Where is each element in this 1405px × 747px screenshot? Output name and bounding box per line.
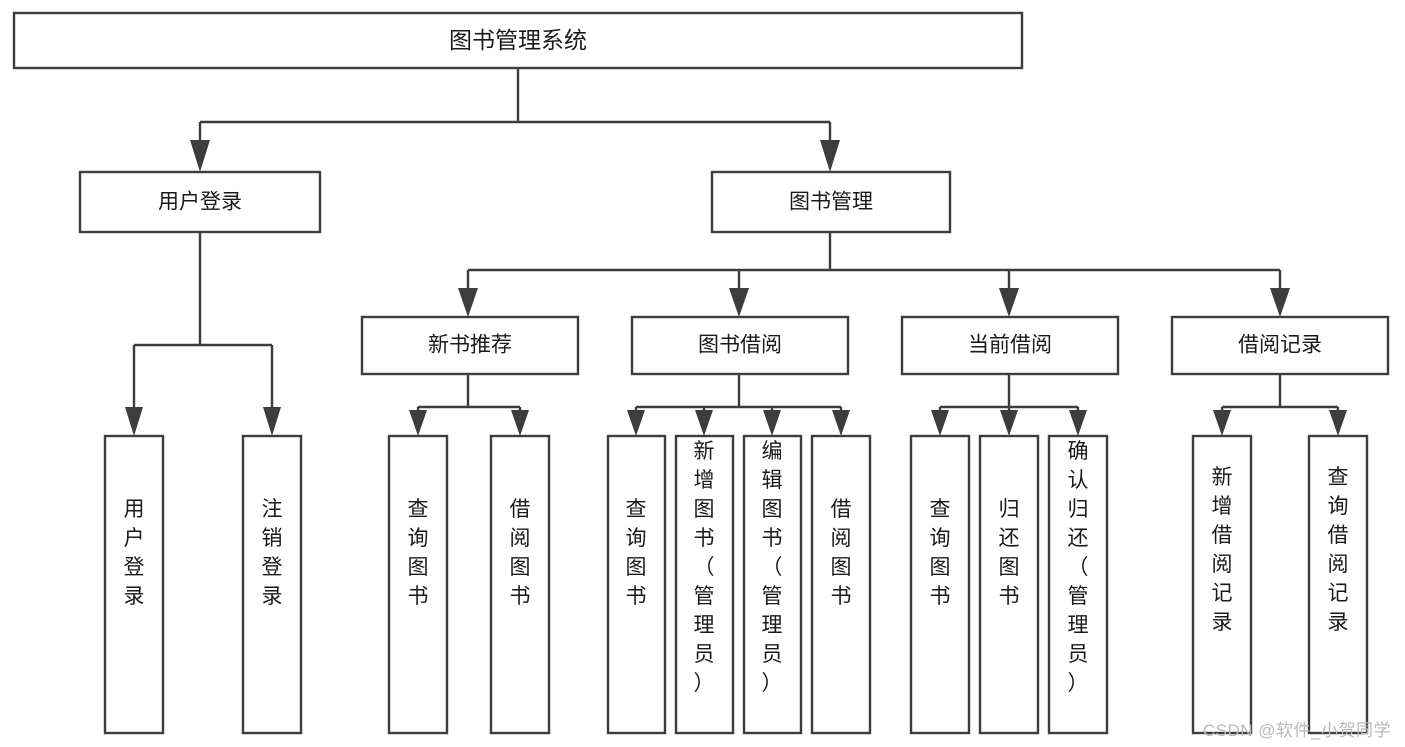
user-login-box[interactable] bbox=[78, 170, 322, 234]
leaf-user-login-logout[interactable]: 注销登录 bbox=[241, 434, 303, 735]
arrow-leaf-book-borrow-2 bbox=[695, 410, 713, 436]
arrow-leaf-user-login-1 bbox=[125, 407, 143, 436]
book-borrow-box[interactable] bbox=[630, 315, 850, 376]
leaf-box[interactable] bbox=[978, 434, 1040, 735]
book-management-label: 图书管理 bbox=[789, 191, 873, 214]
user-login-label: 用户登录 bbox=[158, 191, 242, 214]
leaf-label: 新增图书（管理员） bbox=[694, 440, 715, 695]
book-management-box[interactable] bbox=[710, 170, 952, 234]
arrow-leaf-borrow-record-1 bbox=[1213, 410, 1231, 436]
leaf-box[interactable] bbox=[1191, 434, 1253, 735]
new-book-recommend-label: 新书推荐 bbox=[428, 334, 512, 357]
leaf-label: 注销登录 bbox=[262, 498, 283, 608]
leaf-box[interactable] bbox=[1047, 434, 1109, 735]
arrow-leaf-borrow-record-2 bbox=[1329, 410, 1347, 436]
node-root[interactable]: 图书管理系统 bbox=[12, 11, 1024, 70]
arrow-to-user-login bbox=[190, 140, 210, 172]
leaf-label: 用户登录 bbox=[124, 498, 145, 608]
leaf-box[interactable] bbox=[674, 434, 735, 735]
node-current-borrow[interactable]: 当前借阅 bbox=[900, 315, 1120, 376]
node-book-borrow[interactable]: 图书借阅 bbox=[630, 315, 850, 376]
arrow-leaf-current-borrow-2 bbox=[1000, 410, 1018, 436]
current-borrow-box[interactable] bbox=[900, 315, 1120, 376]
node-borrow-record[interactable]: 借阅记录 bbox=[1170, 315, 1390, 376]
leaf-borrow-record-query[interactable]: 查询借阅记录 bbox=[1307, 434, 1369, 735]
leaf-label: 新增借阅记录 bbox=[1212, 466, 1233, 634]
leaf-book-borrow-add[interactable]: 新增图书（管理员） bbox=[674, 434, 735, 735]
node-book-management[interactable]: 图书管理 bbox=[710, 170, 952, 234]
leaf-label: 查询借阅记录 bbox=[1328, 466, 1349, 634]
leaf-current-borrow-return[interactable]: 归还图书 bbox=[978, 434, 1040, 735]
arrow-leaf-user-login-2 bbox=[263, 407, 281, 436]
leaf-box[interactable] bbox=[1307, 434, 1369, 735]
leaf-label: 查询图书 bbox=[408, 498, 429, 608]
borrow-record-box[interactable] bbox=[1170, 315, 1390, 376]
leaf-box[interactable] bbox=[387, 434, 449, 735]
leaf-label: 确认归还（管理员） bbox=[1068, 440, 1089, 695]
arrow-to-current-borrow bbox=[999, 288, 1019, 317]
arrow-to-book-borrow bbox=[729, 288, 749, 317]
node-user-login[interactable]: 用户登录 bbox=[78, 170, 322, 234]
arrow-leaf-book-borrow-3 bbox=[763, 410, 781, 436]
leaf-label: 借阅图书 bbox=[510, 498, 531, 608]
leaf-current-borrow-query[interactable]: 查询图书 bbox=[909, 434, 971, 735]
arrow-leaf-current-borrow-3 bbox=[1069, 410, 1087, 436]
leaf-box[interactable] bbox=[489, 434, 551, 735]
leaf-book-borrow-borrow[interactable]: 借阅图书 bbox=[810, 434, 872, 735]
leaf-box[interactable] bbox=[810, 434, 872, 735]
arrow-to-new-book bbox=[458, 288, 478, 317]
leaf-label: 编辑图书（管理员） bbox=[762, 440, 783, 695]
leaf-user-login-login[interactable]: 用户登录 bbox=[103, 434, 165, 735]
new-book-recommend-box[interactable] bbox=[360, 315, 580, 376]
leaf-box[interactable] bbox=[606, 434, 667, 735]
leaf-new-book-query[interactable]: 查询图书 bbox=[387, 434, 449, 735]
leaf-box[interactable] bbox=[103, 434, 165, 735]
borrow-record-label: 借阅记录 bbox=[1238, 334, 1322, 357]
leaf-box[interactable] bbox=[742, 434, 803, 735]
arrow-leaf-new-book-2 bbox=[511, 410, 529, 436]
leaf-book-borrow-query[interactable]: 查询图书 bbox=[606, 434, 667, 735]
leaf-label: 查询图书 bbox=[626, 498, 647, 608]
arrow-leaf-book-borrow-1 bbox=[627, 410, 645, 436]
leaf-label: 借阅图书 bbox=[831, 498, 852, 608]
leaf-current-borrow-confirm[interactable]: 确认归还（管理员） bbox=[1047, 434, 1109, 735]
leaf-box[interactable] bbox=[241, 434, 303, 735]
arrow-leaf-current-borrow-1 bbox=[931, 410, 949, 436]
root-box[interactable] bbox=[12, 11, 1024, 70]
leaf-book-borrow-edit[interactable]: 编辑图书（管理员） bbox=[742, 434, 803, 735]
root-label: 图书管理系统 bbox=[449, 27, 587, 53]
connector-layer bbox=[125, 68, 1347, 436]
leaf-new-book-borrow[interactable]: 借阅图书 bbox=[489, 434, 551, 735]
arrow-to-borrow-record bbox=[1270, 288, 1290, 317]
arrow-leaf-new-book-1 bbox=[409, 410, 427, 436]
leaf-box[interactable] bbox=[909, 434, 971, 735]
leaf-borrow-record-add[interactable]: 新增借阅记录 bbox=[1191, 434, 1253, 735]
leaf-label: 归还图书 bbox=[999, 498, 1020, 608]
arrow-leaf-book-borrow-4 bbox=[832, 410, 850, 436]
node-new-book-recommend[interactable]: 新书推荐 bbox=[360, 315, 580, 376]
book-borrow-label: 图书借阅 bbox=[698, 334, 782, 357]
current-borrow-label: 当前借阅 bbox=[968, 334, 1052, 357]
leaf-label: 查询图书 bbox=[930, 498, 951, 608]
arrow-to-book-mgmt bbox=[820, 140, 840, 172]
